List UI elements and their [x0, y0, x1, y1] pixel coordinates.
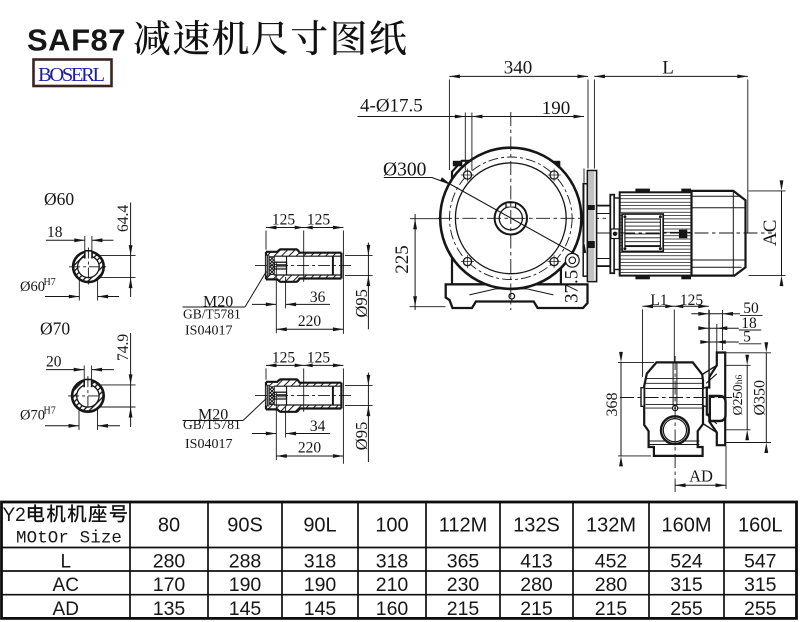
svg-text:L: L	[662, 58, 674, 79]
svg-text:90L: 90L	[303, 515, 336, 537]
svg-text:220: 220	[298, 440, 322, 457]
svg-text:170: 170	[153, 574, 186, 596]
svg-text:20: 20	[46, 354, 62, 371]
svg-text:M20: M20	[198, 406, 228, 423]
svg-text:225: 225	[392, 245, 413, 274]
svg-text:Ø60: Ø60	[44, 189, 74, 209]
svg-text:100: 100	[375, 515, 408, 537]
svg-text:64.4: 64.4	[115, 205, 132, 232]
svg-text:160: 160	[376, 598, 409, 620]
svg-text:132S: 132S	[513, 515, 560, 537]
svg-text:h6: h6	[735, 374, 745, 384]
svg-text:Ø95: Ø95	[352, 422, 371, 450]
svg-text:5: 5	[743, 329, 751, 346]
svg-text:160L: 160L	[738, 515, 783, 537]
svg-text:288: 288	[229, 551, 262, 573]
svg-text:Ø60: Ø60	[20, 279, 45, 295]
svg-text:190: 190	[229, 574, 262, 596]
svg-text:74.9: 74.9	[115, 334, 132, 361]
svg-text:112M: 112M	[439, 515, 488, 537]
svg-text:80: 80	[158, 515, 180, 537]
svg-text:368: 368	[604, 393, 621, 417]
svg-text:Y2: Y2	[3, 505, 26, 526]
svg-text:413: 413	[520, 551, 553, 573]
svg-text:IS04017: IS04017	[185, 323, 232, 338]
svg-text:230: 230	[447, 574, 480, 596]
svg-text:215: 215	[447, 598, 480, 620]
svg-text:524: 524	[670, 551, 703, 573]
svg-text:Ø350: Ø350	[752, 380, 769, 416]
svg-text:Ø70: Ø70	[40, 319, 70, 339]
svg-text:145: 145	[304, 598, 337, 620]
svg-text:215: 215	[520, 598, 553, 620]
svg-text:Ø70: Ø70	[20, 408, 45, 424]
svg-text:125: 125	[307, 212, 331, 229]
svg-text:AC: AC	[760, 220, 781, 246]
svg-text:280: 280	[153, 551, 186, 573]
svg-text:255: 255	[670, 598, 703, 620]
svg-text:BOSERL: BOSERL	[38, 64, 105, 86]
svg-text:H7: H7	[44, 406, 56, 417]
svg-text:160M: 160M	[661, 515, 711, 537]
svg-text:190: 190	[542, 98, 571, 119]
svg-text:4-Ø17.5: 4-Ø17.5	[360, 96, 423, 117]
svg-text:365: 365	[447, 551, 480, 573]
svg-text:GB/T5781: GB/T5781	[183, 417, 241, 432]
svg-text:AC: AC	[53, 575, 79, 596]
svg-text:18: 18	[47, 224, 63, 241]
svg-text:125: 125	[272, 212, 296, 229]
svg-text:IS04017: IS04017	[185, 437, 232, 452]
svg-text:34: 34	[310, 418, 326, 435]
svg-text:50: 50	[743, 300, 759, 317]
svg-text:315: 315	[744, 574, 777, 596]
svg-text:318: 318	[304, 551, 337, 573]
svg-text:H7: H7	[44, 277, 56, 288]
svg-text:SAF87: SAF87	[27, 23, 126, 58]
svg-text:MOtOr Size: MOtOr Size	[16, 529, 122, 549]
svg-text:90S: 90S	[227, 515, 263, 537]
svg-text:132M: 132M	[586, 515, 636, 537]
svg-text:Ø300: Ø300	[383, 160, 426, 181]
svg-text:280: 280	[520, 574, 553, 596]
svg-text:315: 315	[670, 574, 703, 596]
svg-text:215: 215	[595, 598, 628, 620]
svg-text:190: 190	[304, 574, 337, 596]
svg-text:255: 255	[744, 598, 777, 620]
svg-text:135: 135	[153, 598, 186, 620]
svg-text:318: 318	[376, 551, 409, 573]
svg-text:GB/T5781: GB/T5781	[183, 306, 241, 321]
svg-text:220: 220	[298, 313, 322, 330]
svg-text:L: L	[60, 552, 71, 573]
svg-text:Ø250: Ø250	[731, 384, 746, 415]
svg-text:145: 145	[229, 598, 262, 620]
svg-text:18: 18	[741, 315, 757, 332]
svg-text:340: 340	[504, 58, 533, 79]
svg-text:L1: L1	[650, 292, 667, 309]
svg-text:M20: M20	[203, 293, 233, 310]
svg-text:36: 36	[310, 289, 326, 306]
svg-text:547: 547	[744, 551, 777, 573]
svg-text:Ø95: Ø95	[352, 289, 371, 317]
svg-text:125: 125	[272, 349, 296, 366]
svg-text:37.5: 37.5	[562, 270, 583, 303]
svg-text:AD: AD	[689, 467, 713, 486]
svg-text:210: 210	[376, 574, 409, 596]
svg-text:125: 125	[680, 292, 704, 309]
svg-text:125: 125	[307, 349, 331, 366]
svg-text:AD: AD	[53, 599, 79, 620]
svg-text:452: 452	[595, 551, 628, 573]
svg-text:280: 280	[595, 574, 628, 596]
